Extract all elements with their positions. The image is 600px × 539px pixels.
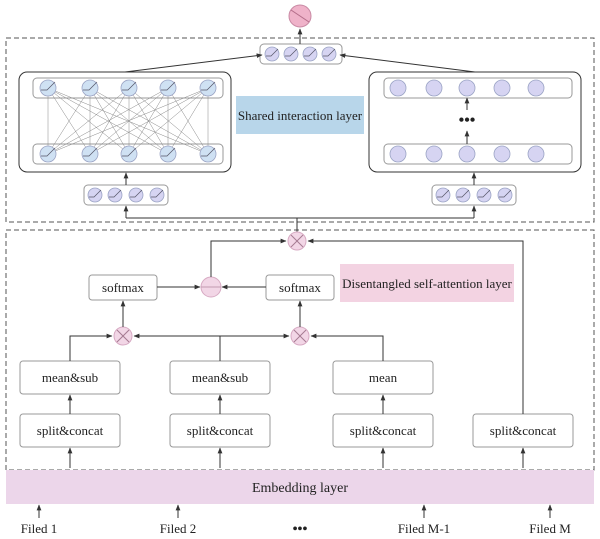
embedding-layer-label: Embedding layer	[252, 481, 348, 496]
stack-top-node-4	[493, 79, 511, 97]
field-m-1-label: Filed M-1	[398, 521, 450, 536]
split-concat-label-1: split&concat	[37, 423, 104, 438]
fc-bottom-node-5	[199, 145, 217, 163]
split-concat-label-3: split&concat	[350, 423, 417, 438]
field-1-label: Filed 1	[21, 521, 57, 536]
sum-node	[200, 276, 222, 298]
line-mean-to-cross-right	[310, 333, 384, 361]
cross-node-right	[290, 326, 310, 346]
field-2-label: Filed 2	[160, 521, 196, 536]
shared-interaction-text: Shared interaction layer	[238, 108, 363, 123]
stack-bottom-node-4	[493, 145, 511, 163]
stack-bottom-node-2	[425, 145, 443, 163]
right-input-node-1	[435, 187, 451, 203]
fc-edge	[47, 87, 130, 155]
merge-node-1	[264, 46, 280, 62]
fc-bottom-node-1	[39, 145, 57, 163]
fc-edge	[128, 87, 209, 155]
fc-bottom-node-3	[120, 145, 138, 163]
merge-node-2	[283, 46, 299, 62]
fc-edge	[89, 87, 209, 155]
arrow-left-panel-to-merge	[124, 53, 263, 73]
merge-node-4	[321, 46, 337, 62]
stack-top-node-2	[425, 79, 443, 97]
left-input-node-3	[128, 187, 144, 203]
fc-edge	[47, 87, 209, 155]
right-input-node-4	[497, 187, 513, 203]
fc-top-node-2	[81, 79, 99, 97]
stack-bottom-node-1	[389, 145, 407, 163]
embedding-layer-bar	[6, 470, 594, 504]
fc-edge	[47, 87, 91, 155]
fc-edge	[47, 87, 169, 155]
vertical-ellipsis: •••	[459, 112, 476, 129]
line-meansub1-to-cross-left	[69, 333, 113, 361]
mean-sub-label-2: mean&sub	[192, 370, 248, 385]
output-node	[288, 4, 312, 28]
arrow-sum-to-top-cross	[210, 238, 287, 277]
cross-node-left	[113, 326, 133, 346]
shared-region-frame	[5, 37, 595, 223]
disentangled-label: Disentangled self-attention layer	[340, 264, 514, 302]
line-meansub2-to-cross-left	[133, 333, 221, 361]
arrow-right-panel-to-merge	[339, 53, 476, 73]
stack-bottom-node-3	[458, 145, 476, 163]
fc-connections	[47, 87, 209, 155]
right-input-node-2	[455, 187, 471, 203]
left-input-node-4	[149, 187, 165, 203]
right-input-node-3	[476, 187, 492, 203]
stack-top-node-3	[458, 79, 476, 97]
shared-interaction-label: Shared interaction layer	[236, 96, 364, 134]
fc-top-node-1	[39, 79, 57, 97]
fc-edge	[167, 87, 209, 155]
stack-top-node-1	[389, 79, 407, 97]
disentangled-label-text: Disentangled self-attention layer	[342, 276, 512, 291]
mean-sub-label-1: mean&sub	[42, 370, 98, 385]
stack-bottom-node-5	[527, 145, 545, 163]
merge-node-box	[259, 43, 343, 65]
fc-top-node-5	[199, 79, 217, 97]
merge-node-3	[302, 46, 318, 62]
top-cross-node	[287, 231, 307, 251]
field-ellipsis: •••	[293, 522, 308, 537]
fc-edge	[89, 87, 130, 155]
stack-top-node-5	[527, 79, 545, 97]
fc-edge	[89, 87, 169, 155]
mean-label: mean	[369, 370, 398, 385]
fc-bottom-node-2	[81, 145, 99, 163]
fc-top-node-3	[120, 79, 138, 97]
fc-bottom-node-4	[159, 145, 177, 163]
left-input-node-1	[87, 187, 103, 203]
arrow-split4-to-top-cross	[307, 238, 524, 414]
field-m-label: Filed M	[529, 521, 571, 536]
softmax-right-label: softmax	[279, 280, 321, 295]
left-input-node-2	[107, 187, 123, 203]
softmax-left-label: softmax	[102, 280, 144, 295]
fc-top-node-4	[159, 79, 177, 97]
split-concat-label-4: split&concat	[490, 423, 557, 438]
split-concat-label-2: split&concat	[187, 423, 254, 438]
